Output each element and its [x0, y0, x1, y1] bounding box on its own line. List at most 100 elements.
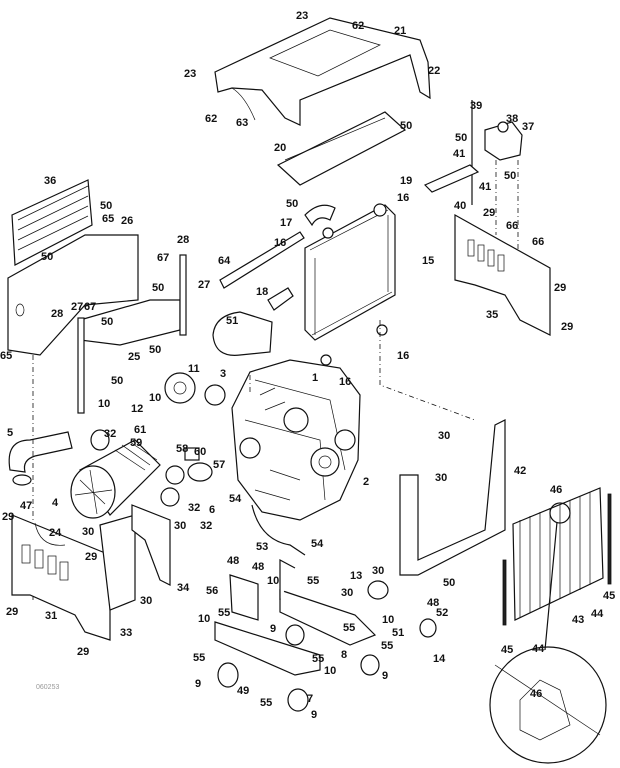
adapter-plate — [164, 372, 196, 404]
callout-51: 51 — [392, 627, 404, 639]
callout-55: 55 — [193, 652, 205, 664]
callout-18: 18 — [256, 286, 268, 298]
callout-50: 50 — [101, 316, 113, 328]
callout-29: 29 — [77, 646, 89, 658]
callout-50: 50 — [504, 170, 516, 182]
callout-30: 30 — [372, 565, 384, 577]
callout-9: 9 — [270, 623, 276, 635]
upper-hose — [304, 204, 336, 227]
callout-29: 29 — [554, 282, 566, 294]
callout-27: 27 — [198, 279, 210, 291]
callout-50: 50 — [400, 120, 412, 132]
callout-14: 14 — [433, 653, 446, 665]
callout-29: 29 — [483, 207, 495, 219]
callout-62: 62 — [205, 113, 217, 125]
callout-41: 41 — [479, 181, 491, 193]
callout-55: 55 — [260, 697, 272, 709]
rear-screen — [489, 487, 612, 764]
callout-59: 59 — [130, 437, 142, 449]
callout-2: 2 — [363, 476, 369, 488]
callout-30: 30 — [341, 587, 353, 599]
radiator-top-bracket — [276, 111, 407, 186]
callout-50: 50 — [443, 577, 455, 589]
callout-5: 5 — [7, 427, 13, 439]
callout-32: 32 — [104, 428, 116, 440]
callout-29: 29 — [85, 551, 97, 563]
callout-48: 48 — [252, 561, 264, 573]
callout-50: 50 — [41, 251, 53, 263]
callout-39: 39 — [470, 100, 482, 112]
air-cleaner — [70, 439, 161, 519]
callout-32: 32 — [200, 520, 212, 532]
lower-left-panel — [11, 504, 171, 641]
callout-32: 32 — [188, 502, 200, 514]
callout-60: 60 — [194, 446, 206, 458]
callout-45: 45 — [501, 644, 513, 656]
callout-25: 25 — [128, 351, 140, 363]
callout-10: 10 — [382, 614, 394, 626]
callout-37: 37 — [522, 121, 534, 133]
callout-48: 48 — [227, 555, 239, 567]
callout-8: 8 — [341, 649, 347, 661]
callout-52: 52 — [436, 607, 448, 619]
callout-31: 31 — [45, 610, 57, 622]
callout-56: 56 — [206, 585, 218, 597]
drawing-code: 060253 — [36, 684, 59, 691]
callout-65: 65 — [0, 350, 12, 362]
callout-50: 50 — [286, 198, 298, 210]
callout-30: 30 — [438, 430, 450, 442]
callout-55: 55 — [307, 575, 319, 587]
callout-15: 15 — [422, 255, 434, 267]
callout-50: 50 — [100, 200, 112, 212]
callout-10: 10 — [98, 398, 110, 410]
callout-42: 42 — [514, 465, 526, 477]
callout-17: 17 — [280, 217, 292, 229]
callout-34: 34 — [177, 582, 190, 594]
lower-hose — [267, 287, 294, 311]
callout-43: 43 — [572, 614, 584, 626]
callout-29: 29 — [561, 321, 573, 333]
callout-23: 23 — [296, 10, 308, 22]
callout-10: 10 — [267, 575, 279, 587]
callout-23: 23 — [184, 68, 196, 80]
callout-54: 54 — [229, 493, 242, 505]
callout-4: 4 — [52, 497, 59, 509]
callout-50: 50 — [149, 344, 161, 356]
callout-26: 26 — [121, 215, 133, 227]
callout-49: 49 — [237, 685, 249, 697]
right-panel — [423, 100, 551, 336]
callout-67: 67 — [84, 301, 96, 313]
deflector — [212, 311, 273, 356]
callout-45: 45 — [603, 590, 615, 602]
side-rail — [219, 231, 305, 289]
callout-6: 6 — [209, 504, 215, 516]
callout-55: 55 — [343, 622, 355, 634]
callout-64: 64 — [218, 255, 231, 267]
callout-66: 66 — [506, 220, 518, 232]
callout-11: 11 — [188, 363, 200, 375]
callout-7: 7 — [307, 693, 313, 705]
callout-55: 55 — [381, 640, 393, 652]
callout-40: 40 — [454, 200, 466, 212]
callout-55: 55 — [312, 653, 324, 665]
callout-50: 50 — [111, 375, 123, 387]
engine — [231, 359, 361, 521]
callout-55: 55 — [218, 607, 230, 619]
callout-22: 22 — [428, 65, 440, 77]
callout-29: 29 — [6, 606, 18, 618]
callout-47: 47 — [20, 500, 32, 512]
callout-36: 36 — [44, 175, 56, 187]
callout-19: 19 — [400, 175, 412, 187]
callout-65: 65 — [102, 213, 114, 225]
callout-30: 30 — [435, 472, 447, 484]
radiator — [304, 203, 396, 366]
callout-62: 62 — [352, 20, 364, 32]
callout-53: 53 — [256, 541, 268, 553]
callout-27: 27 — [71, 301, 83, 313]
callout-10: 10 — [198, 613, 210, 625]
callout-54: 54 — [311, 538, 324, 550]
callout-44: 44 — [591, 608, 604, 620]
